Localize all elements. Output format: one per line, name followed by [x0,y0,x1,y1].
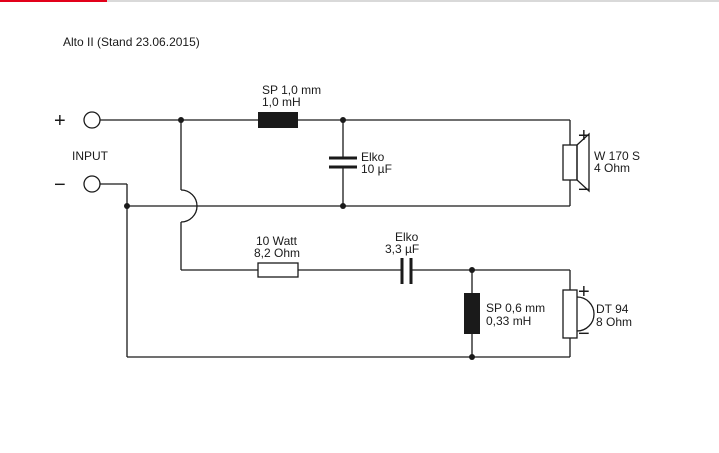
woofer-plus-sign: + [578,125,590,147]
top-divider [0,0,719,2]
minus-return-wire [100,183,570,358]
resistor-label-1: 10 Watt [256,234,298,248]
capacitor-2-symbol [400,258,413,284]
coil-2-label-1: SP 0,6 mm [486,301,545,315]
tweeter-minus-sign: − [578,323,590,345]
tweeter-label-1: DT 94 [596,302,629,316]
input-plus-sign: + [54,110,66,132]
woofer-minus-sign: − [578,179,590,201]
tweeter-speaker-symbol [562,289,595,339]
resistor-symbol [257,262,299,278]
capacitor-1-label-2: 10 µF [361,162,392,176]
tweeter-plus-sign: + [578,281,590,303]
woofer-label-1: W 170 S [594,149,640,163]
capacitor-1-label-1: Elko [361,150,385,164]
input-label: INPUT [72,149,109,163]
coil-2-label-2: 0,33 mH [486,314,531,328]
input-plus-terminal [83,111,101,129]
input-minus-sign: − [54,174,66,196]
woofer-label-2: 4 Ohm [594,161,630,175]
woofer-speaker-symbol [562,132,590,193]
coil-2-symbol [464,293,480,334]
coil-1-label-1: SP 1,0 mm [262,83,321,97]
capacitor-1-symbol [329,156,357,169]
capacitor-2-label-2: 3,3 µF [385,242,419,256]
page-title: Alto II (Stand 23.06.2015) [63,35,200,49]
resistor-label-2: 8,2 Ohm [254,246,300,260]
coil-1-symbol [258,112,298,128]
woofer-branch-wires [100,119,571,207]
tweeter-label-2: 8 Ohm [596,315,632,329]
tweeter-feed-wire [180,120,571,357]
input-minus-terminal [83,175,101,193]
capacitor-2-label-1: Elko [395,230,419,244]
junction-dots [124,117,475,360]
brand-accent-bar [0,0,107,2]
coil-1-label-2: 1,0 mH [262,95,301,109]
